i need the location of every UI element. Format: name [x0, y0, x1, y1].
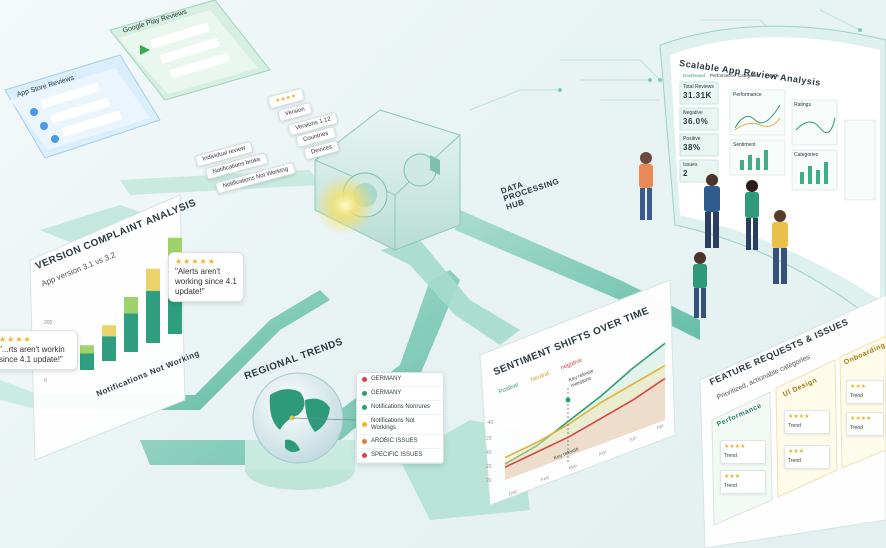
region-label: Notifications Nonrures — [371, 403, 431, 410]
region-item[interactable]: GERMANY — [357, 387, 443, 401]
dashboard-screen — [659, 25, 886, 331]
region-label: SPECIFIC ISSUES — [371, 452, 423, 459]
kpi-label-2: Negative — [683, 110, 703, 116]
version-bar-v2 — [102, 336, 116, 361]
y-tick-5: 20 — [486, 478, 492, 484]
region-dot — [362, 390, 367, 396]
kpi-label-3: Positive — [683, 136, 701, 142]
quote-card-1: ★★★★★ "Alerts aren't working since 4.1 u… — [168, 252, 244, 302]
feature-card-label: Trend — [788, 458, 801, 464]
feature-card-label: Trend — [850, 425, 863, 431]
quote-1-text: "Alerts aren't working since 4.1 update!… — [175, 267, 237, 296]
dashboard-tab-3[interactable]: Categories — [738, 73, 760, 78]
feature-card[interactable]: ★★★ Trend — [720, 470, 766, 494]
region-item[interactable]: AROBIC ISSUES — [357, 435, 443, 450]
quote-2-text: "...rts aren't workin since 4.1 update!" — [0, 345, 65, 364]
feature-card-stars: ★★★★ — [788, 414, 810, 420]
feature-card-stars: ★★★ — [788, 449, 805, 455]
sentiment-panel — [479, 279, 676, 506]
feature-card-label: Trend — [724, 453, 737, 459]
series-line-positive — [504, 342, 666, 465]
region-item[interactable]: SPECIFIC ISSUES — [357, 449, 443, 464]
feature-card[interactable]: ★★★★ Trend — [784, 410, 830, 434]
play-store-panel — [109, 0, 271, 101]
quote-1-stars: ★★★★★ — [175, 257, 216, 266]
feature-card[interactable]: ★★★★ Trend — [720, 440, 766, 464]
series-area-positive — [505, 343, 665, 480]
feature-card[interactable]: ★★★ Trend — [784, 445, 830, 469]
version-ytick-4: 0 — [44, 378, 47, 384]
dashboard-tab-1[interactable]: Dashboard — [683, 73, 706, 78]
globe — [245, 372, 357, 490]
dashboard-panel-2: Ratings — [794, 102, 811, 108]
dashboard-tab-2[interactable]: Performance — [710, 73, 736, 78]
region-label: GERMANY — [371, 376, 402, 382]
people-figures — [639, 152, 788, 318]
kpi-value-1: 31.31K — [683, 91, 712, 100]
region-dot — [362, 376, 367, 382]
series-line-neutral — [504, 364, 666, 459]
feature-card-label: Trend — [850, 393, 863, 399]
region-dot — [362, 453, 367, 459]
kpi-label-1: Total Reviews — [683, 84, 714, 90]
kpi-value-3: 38% — [683, 143, 701, 152]
feature-card-stars: ★★★ — [850, 384, 867, 390]
region-item[interactable]: Notifications Not Workings — [357, 415, 443, 436]
y-tick-1: -40 — [486, 420, 494, 426]
region-dot — [362, 422, 367, 428]
release-marker-dot — [565, 397, 571, 403]
dashboard-panel-1: Performance — [733, 92, 762, 98]
kpi-label-4: Issues — [683, 162, 698, 168]
y-tick-4: 20 — [486, 464, 492, 470]
version-bar-v3 — [124, 313, 138, 352]
version-bar-v4 — [146, 290, 160, 343]
series-line-negative — [504, 377, 666, 468]
y-tick-3: 40 — [486, 450, 492, 456]
region-item[interactable]: GERMANY — [357, 373, 443, 387]
kpi-value-2: 36.0% — [683, 117, 709, 126]
feature-card-label: Trend — [788, 423, 801, 429]
version-bar-top-v2 — [102, 325, 116, 337]
region-dot — [362, 404, 367, 410]
feature-card-stars: ★★★★ — [724, 444, 746, 450]
app-store-panel — [4, 54, 161, 159]
series-area-neutral — [505, 365, 665, 480]
dashboard-panel-4: Categories — [794, 152, 819, 158]
version-bar-top-v3 — [124, 297, 138, 314]
regional-list: GERMANY GERMANY Notifications Nonrures N… — [356, 372, 444, 465]
series-area-negative — [505, 378, 665, 480]
feature-card[interactable]: ★★★★ Trend — [846, 412, 884, 436]
feature-card-label: Trend — [724, 483, 737, 489]
region-label: AROBIC ISSUES — [371, 438, 418, 445]
feature-card-stars: ★★★★ — [850, 416, 872, 422]
region-dot — [362, 439, 367, 445]
version-ytick-1: 200 — [44, 320, 53, 326]
feature-card[interactable]: ★★★ Trend — [846, 380, 884, 404]
version-bar-top-v1 — [80, 345, 94, 354]
y-tick-2: 20 — [486, 436, 492, 442]
version-chart-panel — [29, 194, 186, 461]
processing-hub — [314, 109, 461, 251]
region-label: Notifications Not Workings — [371, 417, 415, 431]
dashboard-tab-4[interactable]: Trends — [765, 73, 779, 78]
version-bar-v1 — [80, 353, 94, 370]
feature-card-stars: ★★★ — [724, 474, 741, 480]
quote-card-2: ★★★★ "...rts aren't workin since 4.1 upd… — [0, 330, 78, 370]
region-item[interactable]: Notifications Nonrures — [357, 401, 443, 415]
region-label: GERMANY — [371, 389, 402, 396]
quote-2-stars: ★★★★ — [0, 335, 32, 344]
sentiment-chart — [504, 342, 666, 480]
kpi-value-4: 2 — [683, 169, 688, 178]
dashboard-panel-3: Sentiment — [733, 142, 756, 148]
version-bar-top-v4 — [146, 268, 160, 291]
